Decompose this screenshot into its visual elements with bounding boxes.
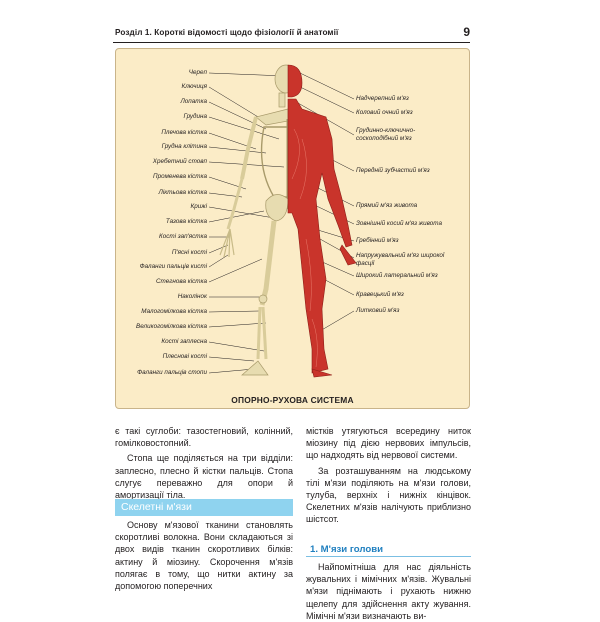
anatomy-illustration — [208, 64, 357, 378]
label-hand-phalanges: Фаланги пальців кисті — [139, 263, 207, 270]
musculoskeletal-figure: Череп Ключиця Лопатка Грудина Плечова кі… — [115, 48, 470, 409]
skeleton — [219, 64, 298, 376]
label-pectineus: Гребінний м'яз — [356, 237, 399, 244]
label-serratus-anterior: Передній зубчастий м'яз — [356, 167, 430, 174]
left-paragraph-3: Основу м'язової тканини становлять скоро… — [115, 520, 293, 592]
label-pelvis: Тазова кістка — [165, 218, 207, 225]
page-header: Розділ 1. Короткі відомості щодо фізіоло… — [113, 25, 470, 43]
label-sternum: Грудина — [183, 113, 207, 120]
subheading: 1. М'язи голови — [310, 544, 383, 555]
label-carpals: Кості зап'ястка — [159, 233, 207, 240]
label-ulna: Ліктьова кістка — [158, 189, 207, 196]
section-heading: Скелетні м'язи — [121, 501, 192, 513]
left-column: є такі суглоби: тазостегновий, колінний,… — [115, 425, 293, 501]
muscle-figure — [287, 64, 357, 378]
label-external-oblique: Зовнішній косий м'яз живота — [356, 220, 442, 227]
section-heading-bar: Скелетні м'язи — [115, 499, 293, 516]
label-gastrocnemius: Литковий м'яз — [356, 307, 400, 314]
label-sartorius: Кравецький м'яз — [356, 291, 404, 298]
label-orbicularis-oculi: Коловий очний м'яз — [356, 109, 413, 116]
left-paragraph-1: є такі суглоби: тазостегновий, колінний,… — [115, 426, 293, 449]
label-rectus-abdominis: Прямий м'яз живота — [356, 202, 418, 209]
right-column: містків утягуються всередину ниток міози… — [306, 425, 471, 526]
label-scapula: Лопатка — [180, 98, 207, 105]
page-number: 9 — [463, 25, 470, 39]
label-rib-cage: Грудна клітина — [161, 143, 207, 150]
label-metacarpals: П'ясні кості — [171, 249, 207, 256]
label-foot-phalanges: Фаланги пальців стопи — [137, 369, 207, 376]
label-clavicle: Ключиця — [181, 83, 207, 90]
label-humerus: Плечова кістка — [161, 129, 207, 136]
running-head: Розділ 1. Короткі відомості щодо фізіоло… — [115, 28, 339, 37]
label-tensor-fasciae-latae: Напружувальний м'яз широкої фасції — [356, 252, 445, 267]
label-epicranius: Надчерепний м'яз — [356, 95, 409, 102]
right-paragraph-2: За розташуванням на людському тілі м'язи… — [306, 465, 471, 525]
label-sternocleidomastoid: Грудинно-ключично- соскоподібний м'яз — [356, 127, 416, 142]
left-leader-lines — [208, 72, 287, 374]
left-paragraph-2: Стопа ще поділяється на три відділи: зап… — [115, 453, 293, 501]
label-skull: Череп — [188, 69, 207, 76]
label-tibia: Великогомілкова кістка — [136, 323, 207, 330]
right-paragraph-1: містків утягуються всередину ниток міози… — [306, 426, 471, 461]
label-metatarsals: Плеснові кості — [162, 353, 207, 360]
subheading-underline — [306, 556, 471, 557]
label-tarsals: Кості заплесна — [161, 338, 207, 345]
figure-caption: ОПОРНО-РУХОВА СИСТЕМА — [231, 395, 354, 405]
label-vastus-lateralis: Широкий латеральний м'яз — [356, 272, 438, 279]
label-femur: Стегнова кістка — [155, 278, 207, 285]
label-fibula: Малогомілкова кістка — [141, 308, 207, 315]
label-spine: Хребетний стовп — [152, 158, 207, 165]
label-sacrum: Крижі — [190, 203, 207, 210]
label-patella: Наколінок — [177, 293, 207, 300]
right-column-continued: Найпомітніша для нас діяльність жувальни… — [306, 561, 471, 622]
muscle-striations — [291, 128, 318, 368]
label-radius: Променева кістка — [153, 173, 207, 180]
right-paragraph-3: Найпомітніша для нас діяльність жувальни… — [306, 562, 471, 621]
left-column-continued: Основу м'язової тканини становлять скоро… — [115, 519, 293, 592]
